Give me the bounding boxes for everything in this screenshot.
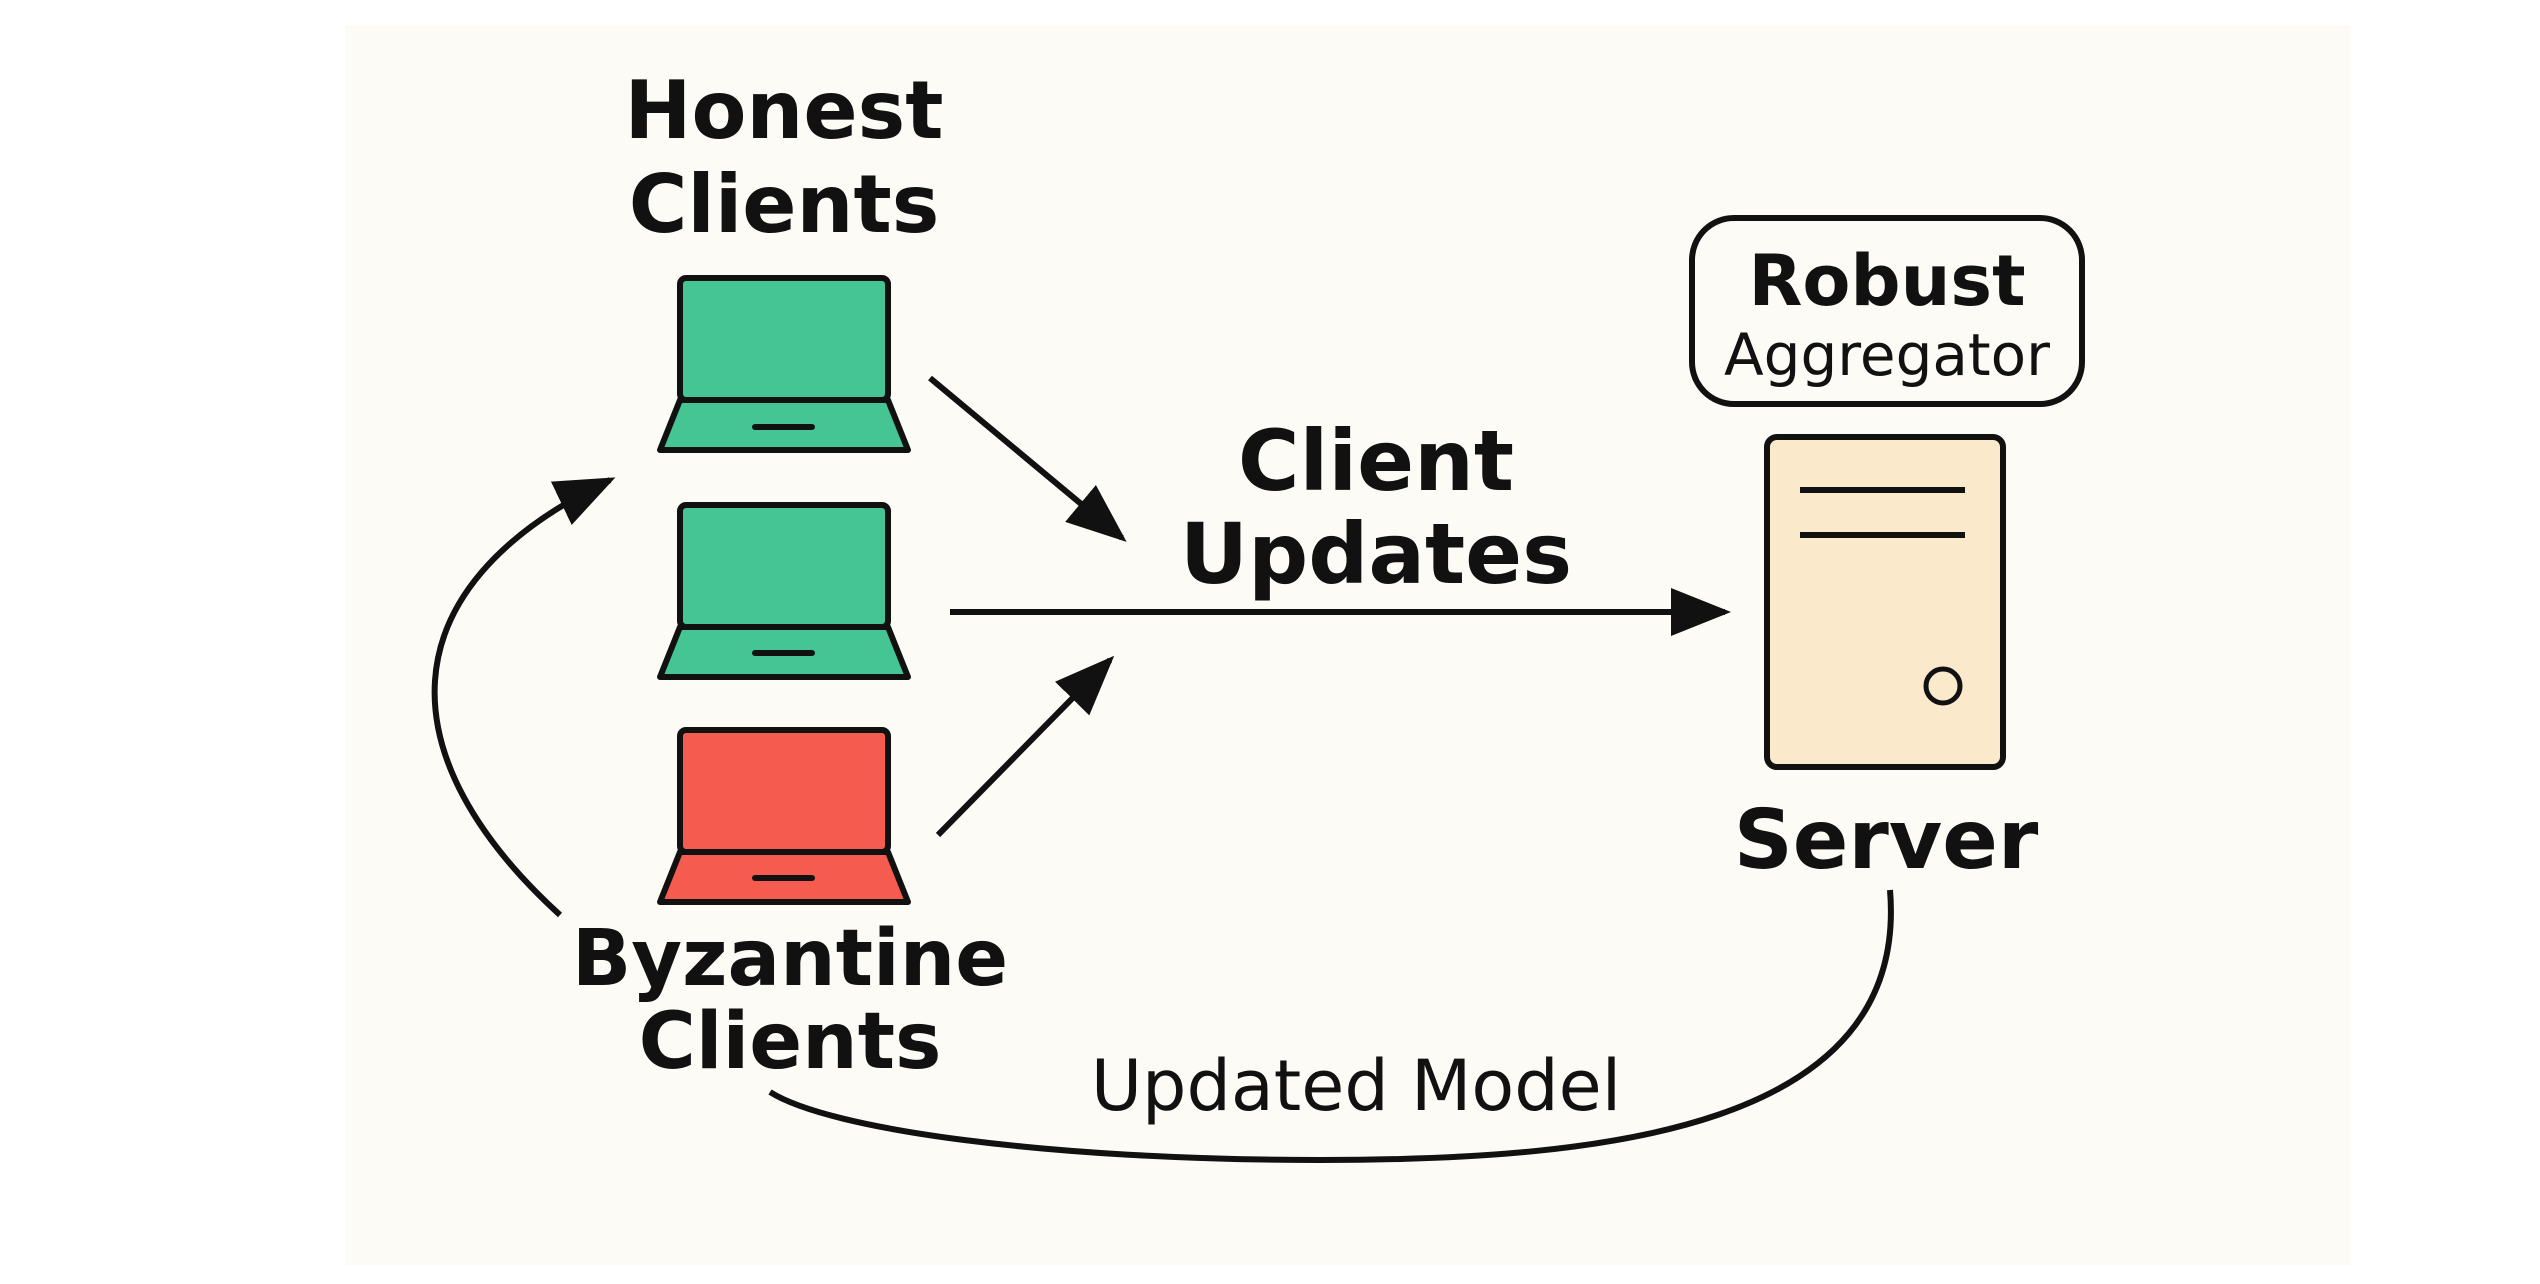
client-updates-label-line2: Updates (1180, 505, 1572, 603)
honest-client-laptop-icon (657, 502, 911, 680)
byzantine-clients-label-line2: Clients (639, 997, 942, 1087)
aggregator-label-line2: Aggregator (1724, 321, 2050, 389)
honest-update-arrow (928, 375, 1127, 542)
byzantine-feedback-arrow (431, 477, 616, 918)
updated-model-label: Updated Model (1091, 1045, 1621, 1127)
updated-model-arrow (768, 889, 1894, 1164)
byzantine-update-arrow (935, 655, 1115, 838)
aggregator-label-line1: Robust (1748, 240, 2025, 322)
byzantine-client-laptop-icon (657, 727, 911, 905)
server-icon (1764, 434, 2006, 770)
client-updates-label-line1: Client (1238, 412, 1514, 510)
honest-clients-label-line1: Honest (625, 64, 944, 157)
honest-clients-label-line2: Clients (629, 158, 940, 251)
honest-client-laptop-icon (657, 275, 911, 453)
byzantine-clients-label-line1: Byzantine (572, 914, 1008, 1004)
server-label: Server (1734, 793, 2039, 888)
robust-aggregator-box (1689, 215, 2085, 407)
